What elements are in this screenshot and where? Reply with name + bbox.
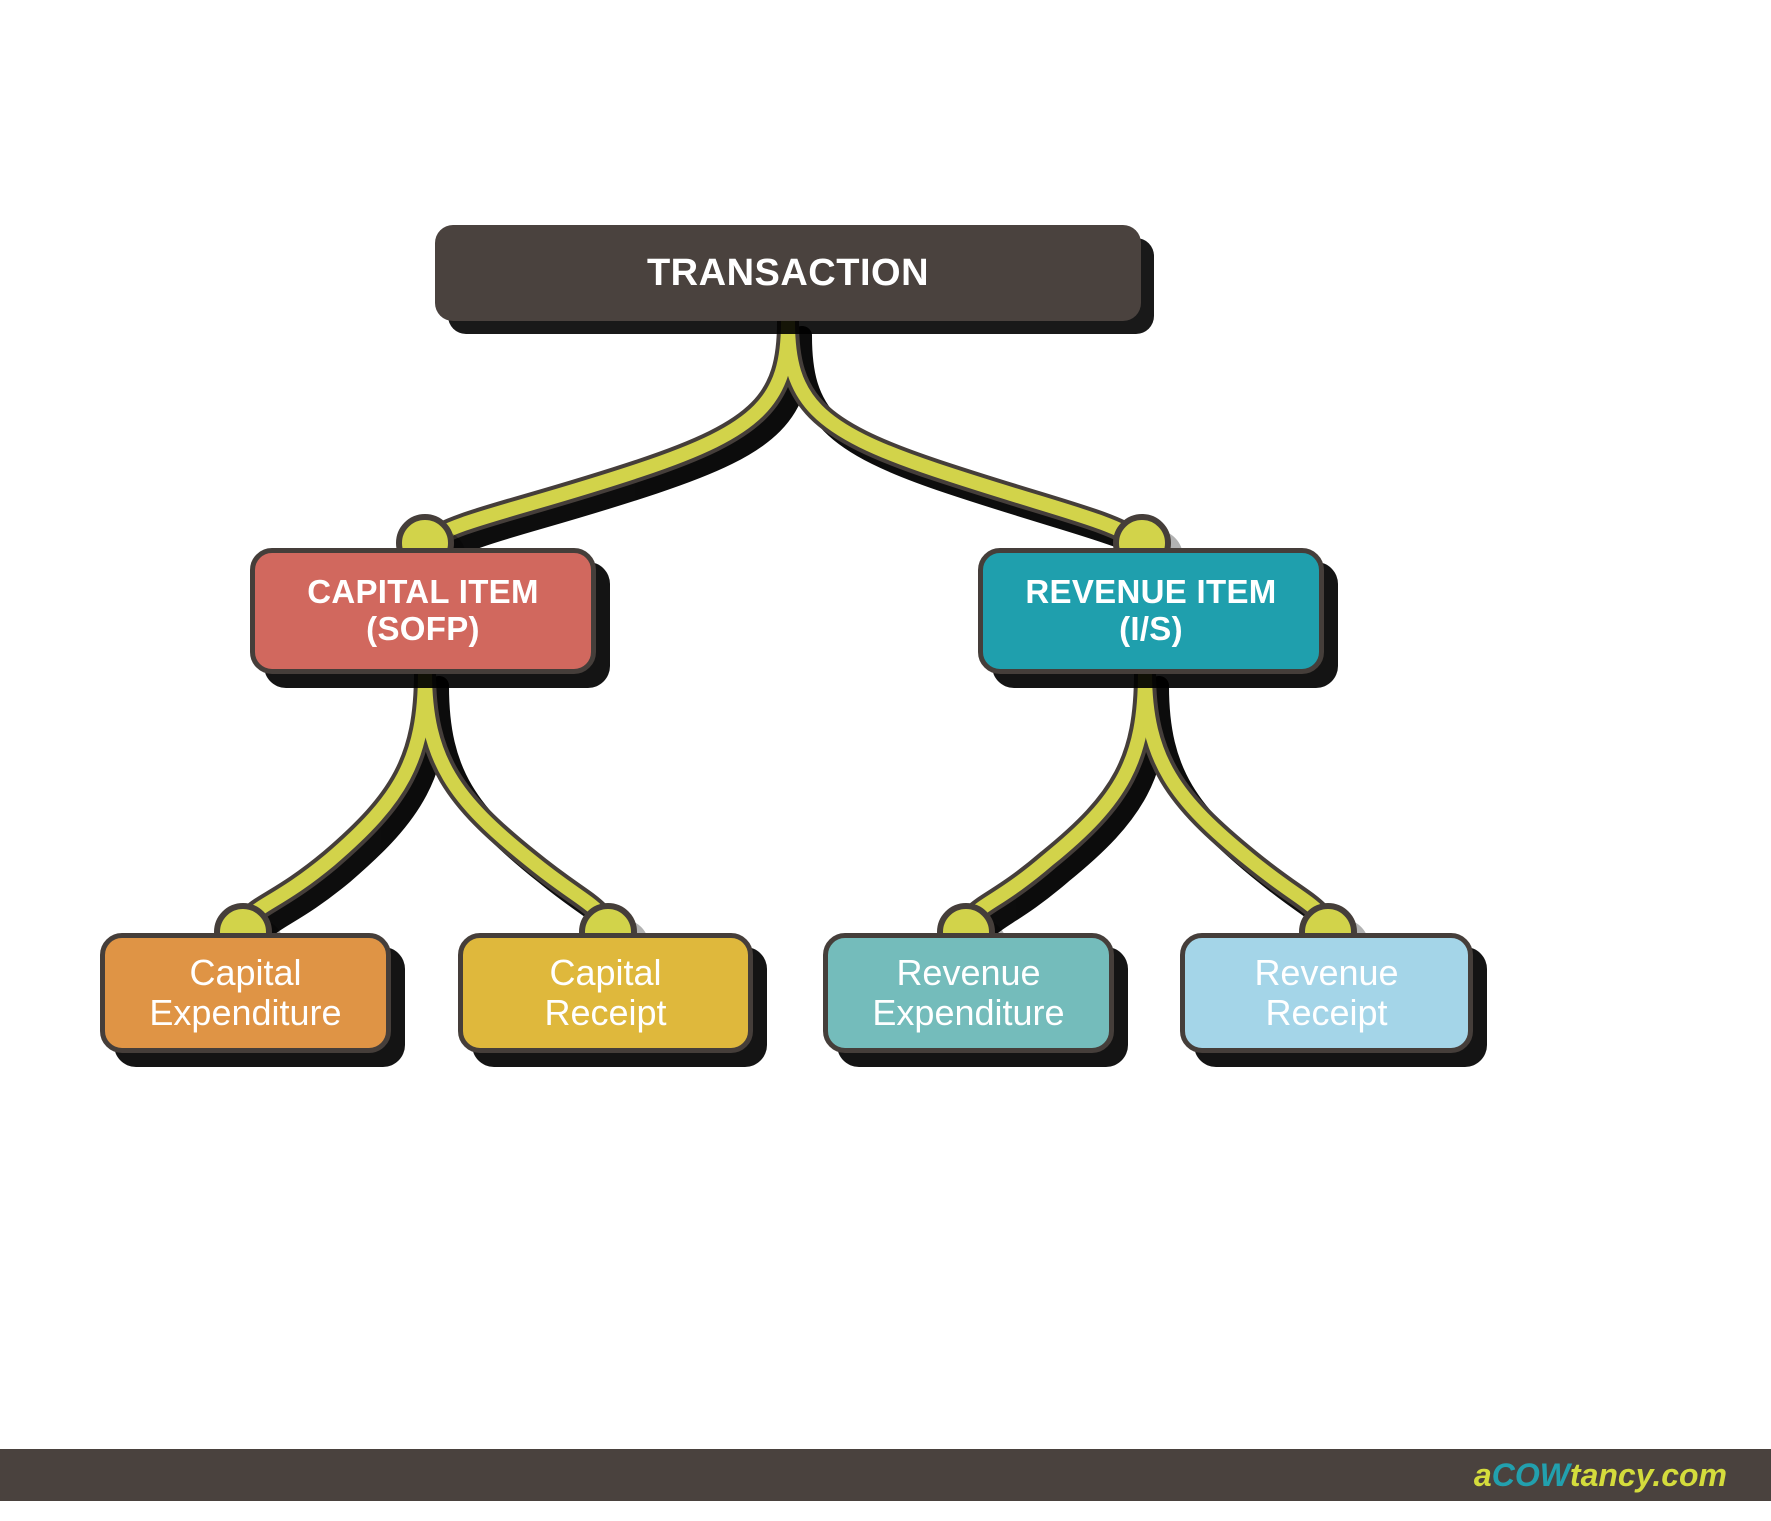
footer-bar: aCOWtancy.com <box>0 1449 1771 1501</box>
node-revenue-expenditure-line2: Expenditure <box>872 992 1065 1033</box>
node-revenue-expenditure-line1: Revenue <box>896 951 1041 993</box>
node-revenue-receipt[interactable]: Revenue Receipt <box>1180 933 1473 1053</box>
node-revenue-item-label: REVENUE ITEM (I/S) <box>1013 573 1288 648</box>
brand-logo-a: a <box>1473 1456 1492 1493</box>
node-revenue-receipt-line1: Revenue <box>1254 951 1399 993</box>
node-capital-item-line2: (SOFP) <box>366 610 480 647</box>
node-capital-item-label: CAPITAL ITEM (SOFP) <box>295 573 551 648</box>
node-capital-receipt[interactable]: Capital Receipt <box>458 933 753 1053</box>
node-capital-expenditure-label: Capital Expenditure <box>137 951 353 1034</box>
brand-logo-cow: COW <box>1491 1456 1570 1493</box>
node-capital-item-line1: CAPITAL ITEM <box>307 573 539 611</box>
node-capital-expenditure-line1: Capital <box>189 951 302 993</box>
node-revenue-expenditure-label: Revenue Expenditure <box>860 951 1076 1034</box>
node-capital-receipt-line2: Receipt <box>544 992 667 1033</box>
node-revenue-receipt-label: Revenue Receipt <box>1242 951 1410 1034</box>
node-revenue-item-line2: (I/S) <box>1119 610 1183 647</box>
node-revenue-receipt-line2: Receipt <box>1265 992 1388 1033</box>
node-revenue-item[interactable]: REVENUE ITEM (I/S) <box>978 548 1324 674</box>
node-transaction-label: TRANSACTION <box>646 251 930 294</box>
node-capital-receipt-line1: Capital <box>549 951 662 993</box>
brand-logo-rest: tancy.com <box>1569 1456 1727 1493</box>
node-capital-expenditure[interactable]: Capital Expenditure <box>100 933 391 1053</box>
node-capital-receipt-label: Capital Receipt <box>532 951 678 1034</box>
brand-logo[interactable]: aCOWtancy.com <box>1474 1457 1727 1494</box>
node-capital-item[interactable]: CAPITAL ITEM (SOFP) <box>250 548 596 674</box>
node-capital-expenditure-line2: Expenditure <box>149 992 342 1033</box>
node-transaction[interactable]: TRANSACTION <box>435 225 1141 321</box>
node-revenue-expenditure[interactable]: Revenue Expenditure <box>823 933 1114 1053</box>
node-revenue-item-line1: REVENUE ITEM <box>1025 573 1277 611</box>
